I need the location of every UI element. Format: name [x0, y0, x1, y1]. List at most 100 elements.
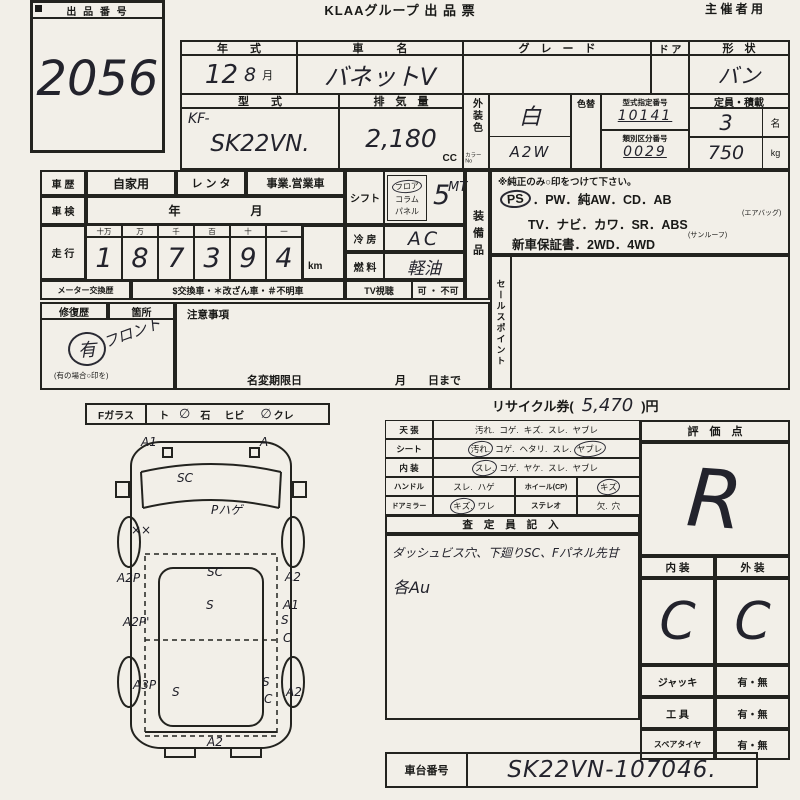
fglass-box: Fガラス ト ∅ 石 ヒビ ∅ クレ — [85, 403, 330, 425]
fglass-opt-hibi: ヒビ — [224, 410, 245, 422]
mileage-label: 走 行 — [40, 225, 86, 280]
color-change-label: 色替 — [576, 99, 595, 109]
meter-history-value: $交換車・＊改ざん車・＃不明車 — [131, 280, 345, 300]
diagram-label: SC — [177, 471, 194, 485]
exhibit-number-value: 2056 — [36, 51, 159, 107]
condition-item-circled: ヤブレ — [576, 443, 603, 454]
mileage-unit-10: 十 — [230, 225, 266, 238]
fglass-label: Fガラス — [87, 405, 147, 423]
condition-item: ハゲ — [477, 481, 495, 492]
exterior-grade-header: 外 装 — [715, 556, 790, 578]
cooling-value: AC — [407, 227, 441, 250]
condition-ceiling-items: 汚れ. コゲ. キズ. スレ. ヤブレ — [433, 420, 640, 439]
evaluation-grade-cell: R — [640, 442, 790, 556]
condition-item: ヤブレ — [572, 462, 598, 473]
sunroof-note: (サンルーフ) — [688, 232, 728, 239]
condition-item: ヤブレ — [572, 424, 598, 435]
assessor-header: 査 定 員 記 入 — [385, 515, 640, 534]
condition-handle-items: スレ. ハゲ — [433, 477, 515, 496]
diagram-label: S — [262, 675, 270, 689]
equipment-box: ※純正のみ○印をつけて下さい。 PS ．PW．純AW．CD．AB (エアバッグ)… — [490, 170, 790, 255]
diagram-label: S — [206, 598, 214, 612]
shift-opt-floor: フロア — [391, 178, 423, 194]
door-cell — [650, 54, 690, 95]
shift-opt-column: コラム — [395, 194, 419, 204]
cooling-label: 冷 房 — [345, 225, 385, 252]
displacement-unit: CC — [442, 153, 457, 164]
airbag-note: (エアバッグ) — [742, 210, 782, 217]
condition-stereo-items: 欠. 穴 — [577, 496, 640, 515]
displacement-cell: 2,180 CC — [338, 107, 464, 170]
tool-value: 有・無 — [715, 697, 790, 729]
condition-item: コゲ. — [495, 443, 515, 454]
mileage-digit-1: 1 — [86, 236, 122, 280]
condition-item: ヘタリ. — [519, 443, 548, 454]
meter-history-label: メーター交換歴 — [40, 280, 131, 300]
inspection-month-label: 月 — [250, 204, 263, 218]
diagram-label: Pハゲ — [211, 503, 244, 517]
condition-item: スレ. — [552, 443, 572, 454]
model-value: SK22VN. — [210, 130, 310, 157]
year-cell: 12 8 月 — [180, 54, 298, 95]
month-value: 8 — [244, 63, 257, 86]
diagram-label: S — [281, 613, 289, 627]
evaluation-header: 評 価 点 — [640, 420, 790, 442]
digit: 1 — [95, 242, 113, 274]
equipment-note: ※純正のみ○印をつけて下さい。 — [498, 177, 637, 188]
condition-item: 汚れ. — [474, 424, 495, 435]
class-no-cell: 類別区分番号 0029 — [600, 129, 690, 170]
tool-label: 工 具 — [640, 697, 715, 729]
fuel-cell: 軽油 — [383, 252, 465, 280]
digit: 3 — [203, 242, 221, 274]
ext-color-label-cell: 外装色 カラーNo — [462, 93, 490, 170]
sales-point-area — [510, 255, 790, 390]
condition-item: スレ. — [548, 424, 568, 435]
mileage-digit-6: 4 — [266, 236, 302, 280]
assessor-note-line2: 各Au — [393, 578, 431, 597]
condition-interior-label: 内 装 — [385, 458, 433, 477]
vehicle-diagram: A1 A SC Pハゲ ×× A2P SC A2 S A1 A2P' S C A… — [115, 435, 307, 758]
diagram-label: A3P — [132, 678, 157, 692]
sales-point-label-cell: セールスポイント — [490, 255, 512, 390]
condition-wheel-label: ホイール(CP) — [515, 477, 577, 496]
name-value: バネットV — [323, 63, 437, 91]
model-prefix: KF- — [188, 111, 210, 127]
ext-color-label: 外装色 — [470, 98, 482, 134]
recycle-suffix: )円 — [641, 398, 659, 414]
equipment-label-cell: 装備品 — [465, 170, 490, 300]
inspection-cell: 年 月 — [86, 196, 345, 225]
diagram-label: S — [172, 685, 180, 699]
capacity-value: 3 — [719, 110, 733, 135]
digit: 8 — [131, 242, 149, 274]
color-code: A2W — [509, 143, 551, 162]
diagram-label: A2P' — [122, 615, 149, 629]
diagram-label: C — [264, 692, 273, 706]
chassis-value: SK22VN-107046. — [507, 757, 717, 783]
class-no-value: 0029 — [623, 144, 667, 160]
spare-tire-value: 有・無 — [715, 729, 790, 760]
repair-detail: フロント — [100, 314, 164, 352]
mileage-digit-2: 8 — [122, 236, 158, 280]
diagram-label: ×× — [131, 523, 151, 537]
equipment-line2: TV．ナビ．カワ．SR．ABS — [528, 218, 688, 232]
cooling-cell: AC — [383, 225, 465, 252]
condition-item: 穴 — [611, 500, 621, 511]
displacement-value: 2,180 — [365, 124, 437, 153]
diagram-label: SC — [207, 565, 224, 579]
sales-point-label: セールスポイント — [495, 278, 506, 367]
recycle-line: リサイクル券( 5,470 )円 — [492, 392, 792, 418]
condition-item-circled: 汚れ. — [470, 443, 491, 454]
load-unit: kg — [762, 138, 788, 168]
condition-stereo-label: ステレオ — [515, 496, 577, 515]
inspection-year-label: 年 — [168, 204, 181, 218]
chassis-label: 車台番号 — [385, 752, 468, 788]
recycle-prefix: リサイクル券( — [492, 398, 574, 414]
assessor-notes-box: ダッシュビス穴、下廻りSC、Fパネル先甘 各Au — [385, 534, 640, 720]
color-no-label: カラーNo — [465, 153, 482, 165]
condition-seat-items: 汚れ. コゲ. ヘタリ. スレ. ヤブレ — [433, 439, 640, 458]
type-no-value: 10141 — [617, 108, 673, 124]
fglass-mark-1: ∅ — [179, 406, 191, 422]
color-value: 白 — [518, 105, 541, 131]
shift-opt-panel: パネル — [395, 206, 419, 216]
condition-item-circled: キズ. — [453, 500, 473, 511]
